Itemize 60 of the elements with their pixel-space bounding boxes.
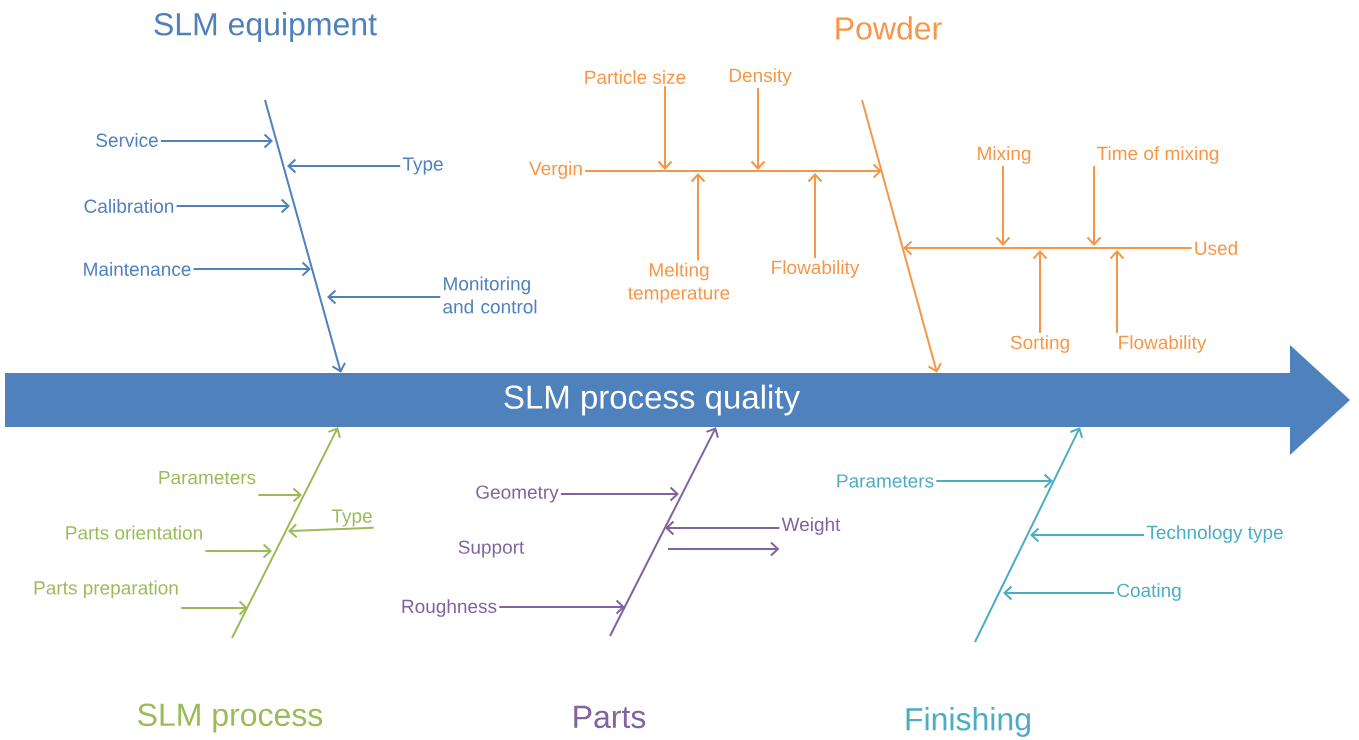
arrow [559, 486, 679, 502]
arrow [175, 198, 290, 214]
cause-label: Technology type [1146, 525, 1283, 543]
cause-label: Support [458, 540, 525, 558]
arrow [1030, 527, 1146, 543]
category-title: SLM process [138, 703, 323, 733]
arrow [159, 133, 273, 149]
cause-label: Roughness [402, 599, 497, 617]
cause-label: Parts preparation [34, 580, 178, 599]
arrow [192, 261, 311, 277]
arrow [974, 427, 1084, 643]
cause-label: Melting temperature [628, 262, 730, 304]
arrow [287, 158, 402, 174]
cause-label: Weight [781, 517, 841, 535]
arrow [690, 173, 706, 262]
arrow [180, 600, 248, 616]
arrow [903, 240, 1193, 256]
cause-label: Parameters [837, 474, 934, 488]
arrow [1003, 585, 1116, 601]
arrow [231, 427, 341, 639]
arrow [609, 427, 719, 637]
cause-label: Mixing [978, 146, 1031, 164]
cause-label: Geometry [476, 485, 559, 503]
arrow [995, 165, 1011, 246]
cause-label: Flowability [772, 260, 860, 278]
arrow [264, 99, 346, 373]
arrow [665, 520, 781, 536]
cause-label: Type [331, 509, 372, 527]
cause-label: Coating [1117, 583, 1181, 601]
cause-label: Calibration [84, 199, 174, 213]
cause-label: Parts orientation [66, 525, 202, 540]
category-title: SLM equipment [154, 12, 377, 42]
cause-label: Maintenance [84, 262, 191, 276]
arrow [1032, 250, 1048, 334]
arrow [288, 523, 375, 539]
cause-label: Type [402, 157, 443, 175]
cause-label: Time of mixing [1097, 146, 1219, 164]
arrow [657, 85, 673, 170]
arrow [935, 473, 1053, 489]
cause-label: Density [729, 68, 792, 86]
cause-label: Monitoring and control [443, 276, 537, 314]
arrow [667, 541, 780, 557]
arrow [327, 289, 442, 305]
arrow [861, 99, 943, 373]
arrow [204, 543, 272, 559]
arrow [257, 487, 302, 503]
arrow [807, 173, 823, 259]
cause-label: Service [96, 133, 158, 147]
arrow [584, 163, 882, 179]
cause-label: Parameters [159, 471, 256, 485]
cause-label: Used [1195, 241, 1237, 255]
cause-label: Vergin [529, 161, 582, 179]
arrow [498, 599, 625, 615]
category-title: Finishing [906, 707, 1030, 737]
category-title: Parts [574, 705, 646, 729]
cause-label: Particle size [585, 70, 686, 84]
category-title: Powder [836, 16, 942, 40]
arrow [1086, 165, 1102, 246]
arrow [1109, 250, 1125, 334]
arrow [750, 87, 766, 170]
